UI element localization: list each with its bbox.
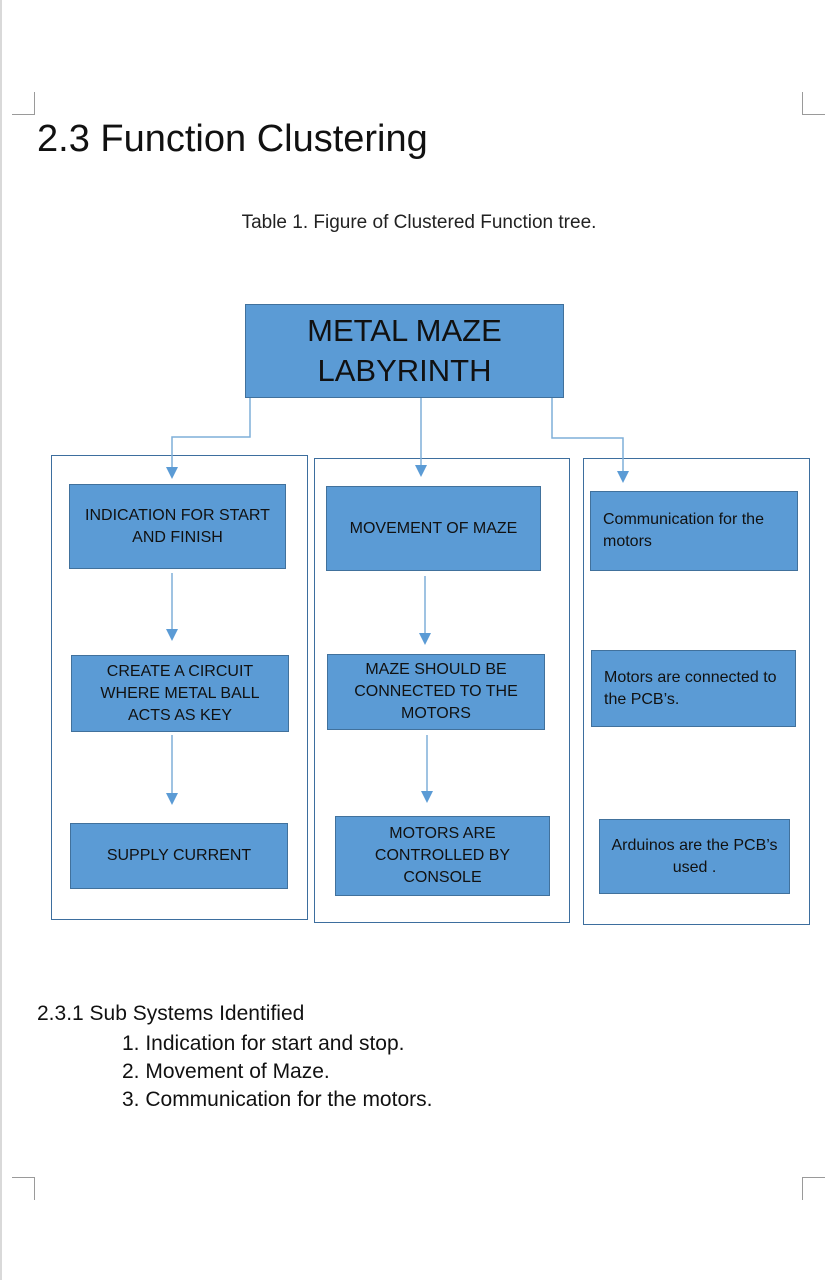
node-label: Arduinos are the PCB’s used . <box>611 836 778 876</box>
subsection-heading: 2.3.1 Sub Systems Identified <box>37 1002 305 1025</box>
node-communication: Communication for the motors <box>590 491 798 571</box>
crop-mark-bottom-right <box>802 1177 825 1200</box>
node-label: MOVEMENT OF MAZE <box>349 519 518 537</box>
node-label: Motors are connected to the PCB’s. <box>604 668 777 708</box>
node-label: Communication for the motors <box>603 511 764 550</box>
root-node: METAL MAZE LABYRINTH <box>245 304 564 398</box>
subsystem-list: 1. Indication for start and stop. 2. Mov… <box>122 1030 432 1114</box>
list-item: 3. Communication for the motors. <box>122 1088 433 1111</box>
node-supply-current: SUPPLY CURRENT <box>70 823 288 889</box>
crop-mark-top-right <box>802 92 825 115</box>
node-label: MAZE SHOULD BE CONNECTED TO THE MOTORS <box>354 661 518 722</box>
node-movement-of-maze: MOVEMENT OF MAZE <box>326 486 541 571</box>
node-motors-connected: Motors are connected to the PCB’s. <box>591 650 796 727</box>
node-label: INDICATION FOR START AND FINISH <box>85 506 270 546</box>
node-maze-connected: MAZE SHOULD BE CONNECTED TO THE MOTORS <box>327 654 545 730</box>
section-heading: 2.3 Function Clustering <box>37 118 428 160</box>
node-arduinos: Arduinos are the PCB’s used . <box>599 819 790 894</box>
page-edge <box>0 0 2 1280</box>
node-label: SUPPLY CURRENT <box>106 847 252 864</box>
node-motors-controlled: MOTORS ARE CONTROLLED BY CONSOLE <box>335 816 550 896</box>
node-label: CREATE A CIRCUIT WHERE METAL BALL ACTS A… <box>100 662 260 724</box>
list-item: 1. Indication for start and stop. <box>122 1032 405 1055</box>
table-caption: Table 1. Figure of Clustered Function tr… <box>241 212 597 233</box>
crop-mark-bottom-left <box>12 1177 35 1200</box>
node-indication: INDICATION FOR START AND FINISH <box>69 484 286 569</box>
crop-mark-top-left <box>12 92 35 115</box>
node-label: MOTORS ARE CONTROLLED BY CONSOLE <box>374 825 511 886</box>
root-node-label: METAL MAZE LABYRINTH <box>307 313 502 388</box>
node-create-circuit: CREATE A CIRCUIT WHERE METAL BALL ACTS A… <box>71 655 289 732</box>
list-item: 2. Movement of Maze. <box>122 1060 330 1083</box>
